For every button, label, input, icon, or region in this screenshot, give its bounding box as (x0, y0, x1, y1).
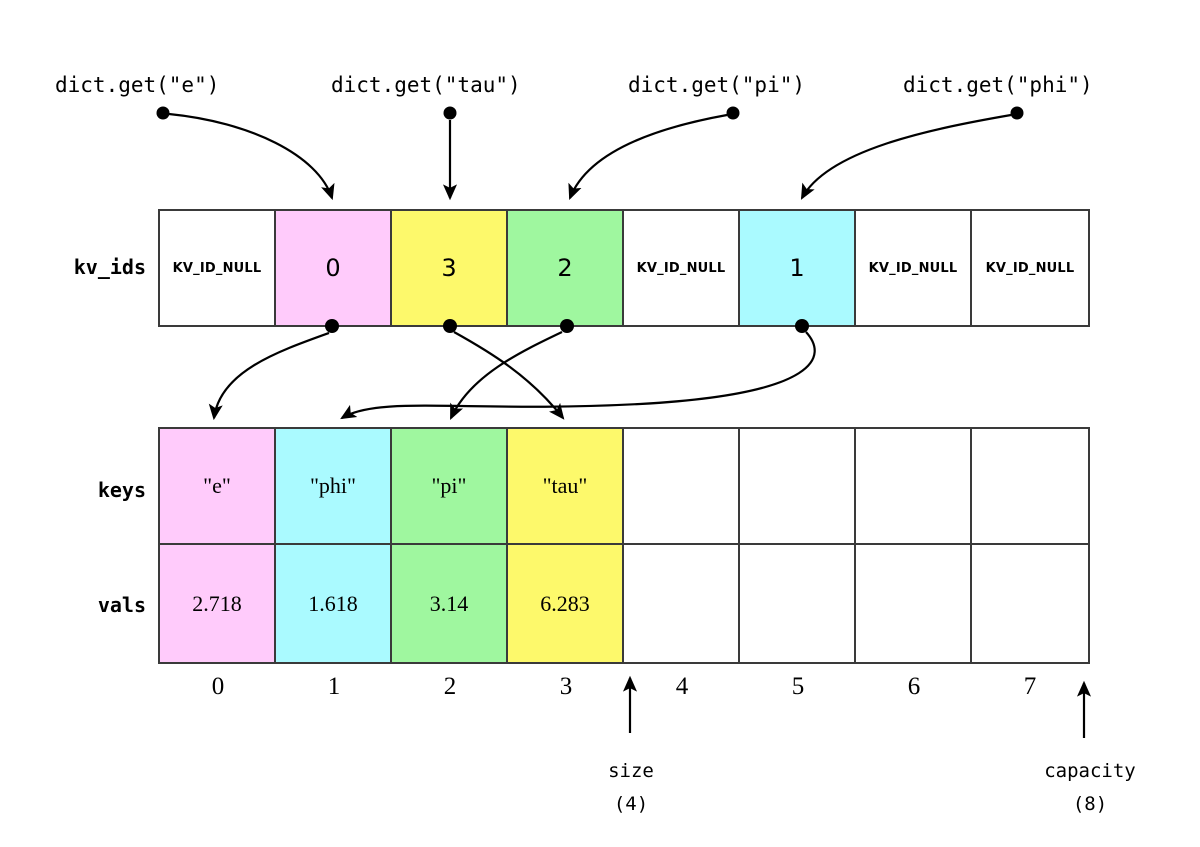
keys-cell-5 (740, 429, 856, 543)
index-label-0: 0 (211, 673, 225, 700)
vals-cell-6 (856, 545, 972, 662)
vals-cell-0: 2.718 (160, 545, 276, 662)
kv-ids-cell-3: 2 (508, 211, 624, 325)
call-label-pi: dict.get("pi") (628, 73, 806, 97)
kv-ids-cell-6: KV_ID_NULL (856, 211, 972, 325)
call-label-tau: dict.get("tau") (331, 73, 521, 97)
deref-arrow-slot5-to-entry1 (340, 319, 816, 420)
keys-row: "e""phi""pi""tau" (160, 429, 1088, 545)
index-label-3: 3 (559, 673, 573, 700)
vals-cell-4 (624, 545, 740, 662)
lookup-arrow-phi (800, 106, 1024, 200)
size-label: size (608, 760, 654, 782)
keys-cell-1: "phi" (276, 429, 392, 543)
row-label-vals: vals (97, 593, 146, 617)
row-label-keys: keys (97, 478, 146, 502)
keys-cell-6 (856, 429, 972, 543)
size-value: (4) (613, 793, 649, 815)
deref-arrow-slot1-to-entry0 (208, 319, 339, 421)
lookup-arrow-tau (442, 106, 458, 201)
index-label-4: 4 (675, 673, 689, 700)
index-label-6: 6 (907, 673, 921, 700)
keys-cell-2: "pi" (392, 429, 508, 543)
kv-ids-cell-7: KV_ID_NULL (972, 211, 1088, 325)
kv-ids-cell-0: KV_ID_NULL (160, 211, 276, 325)
index-label-2: 2 (443, 673, 457, 700)
row-label-kv-ids: kv_ids (73, 255, 146, 279)
call-label-phi: dict.get("phi") (903, 73, 1093, 97)
deref-arrow-slot3-to-entry2 (449, 319, 574, 421)
index-label-5: 5 (791, 673, 805, 700)
vals-cell-1: 1.618 (276, 545, 392, 662)
vals-cell-7 (972, 545, 1088, 662)
vals-cell-2: 3.14 (392, 545, 508, 662)
kv-ids-cell-2: 3 (392, 211, 508, 325)
index-label-7: 7 (1023, 673, 1037, 700)
keys-cell-7 (972, 429, 1088, 543)
lookup-arrow-e (156, 106, 335, 201)
capacity-value: (8) (1072, 793, 1108, 815)
kv-ids-cell-5: 1 (740, 211, 856, 325)
vals-cell-3: 6.283 (508, 545, 624, 662)
lookup-arrow-pi (568, 106, 740, 201)
deref-arrow-slot2-to-entry3 (443, 319, 565, 420)
index-label-1: 1 (327, 673, 341, 700)
capacity-label: capacity (1044, 760, 1136, 782)
keys-cell-3: "tau" (508, 429, 624, 543)
kv-ids-cell-1: 0 (276, 211, 392, 325)
keys-cell-4 (624, 429, 740, 543)
kv-ids-cell-4: KV_ID_NULL (624, 211, 740, 325)
keys-cell-0: "e" (160, 429, 276, 543)
vals-cell-5 (740, 545, 856, 662)
call-label-e: dict.get("e") (55, 73, 220, 97)
